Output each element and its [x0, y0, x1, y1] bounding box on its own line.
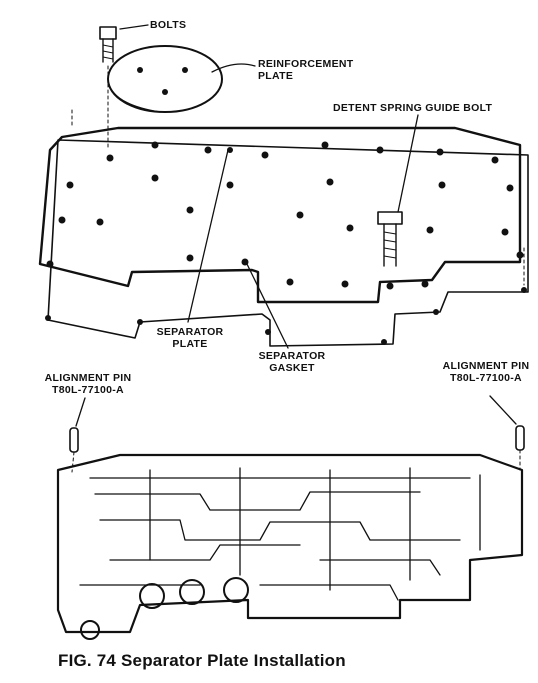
separator-plate — [38, 126, 522, 304]
valve-port — [179, 579, 205, 605]
label-detent-spring-guide-bolt: DETENT SPRING GUIDE BOLT — [333, 102, 493, 114]
label-separator-gasket: SEPARATOR GASKET — [252, 350, 332, 374]
label-line: T80L-77100-A — [450, 372, 522, 384]
leader-line — [187, 149, 229, 323]
label-separator-plate: SEPARATOR PLATE — [150, 326, 230, 350]
label-line: ALIGNMENT PIN — [442, 360, 530, 372]
alignment-pin-right-icon — [515, 425, 525, 471]
label-alignment-pin-left: ALIGNMENT PIN T80L-77100-A — [40, 372, 136, 396]
label-line: GASKET — [269, 362, 315, 374]
label-alignment-pin-right: ALIGNMENT PIN T80L-77100-A — [434, 360, 538, 384]
valve-port — [223, 577, 249, 603]
valve-port — [80, 620, 100, 640]
detent-spring-guide-bolt — [377, 211, 403, 267]
bolt — [99, 26, 117, 63]
plate-holes — [45, 67, 527, 345]
leader-line — [211, 63, 256, 73]
figure-caption: FIG. 74 Separator Plate Installation — [58, 651, 346, 670]
label-bolts: BOLTS — [150, 19, 187, 31]
label-line: T80L-77100-A — [52, 384, 124, 396]
label-line: SEPARATOR — [156, 326, 224, 338]
label-line: PLATE — [258, 70, 294, 82]
label-line: REINFORCEMENT — [258, 58, 354, 70]
label-reinforcement-plate: REINFORCEMENT PLATE — [258, 58, 353, 82]
leader-line — [489, 395, 517, 425]
label-line: SEPARATOR — [258, 350, 326, 362]
leader-line — [119, 24, 149, 30]
leader-line — [397, 114, 419, 213]
separator-gasket — [47, 139, 529, 347]
label-line: PLATE — [172, 338, 208, 350]
valve-port — [139, 583, 165, 609]
leader-line — [75, 397, 86, 427]
label-line: ALIGNMENT PIN — [44, 372, 132, 384]
alignment-pin-left-icon — [69, 427, 79, 473]
valve-body — [56, 453, 524, 634]
leader-line — [245, 261, 289, 349]
